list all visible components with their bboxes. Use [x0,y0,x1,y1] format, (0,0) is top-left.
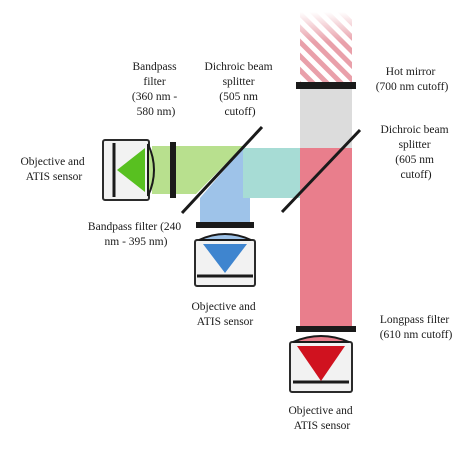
label-hot-mirror: Hot mirror (700 nm cutoff) [376,66,449,93]
blue-beam [200,198,250,224]
cone-icon-green [117,148,145,192]
lens-icon-blue [198,233,252,241]
lens-icon-left [147,143,155,197]
label-objective-blue: Objective and ATIS sensor [191,301,258,328]
dichroic-505-mirror [180,125,264,215]
label-objective-left: Objective and ATIS sensor [20,156,87,183]
cone-icon-blue [203,244,247,273]
objective-sensor-left [102,139,155,201]
longpass-filter [296,326,356,332]
label-bandpass-filter-green: Bandpass filter (360 nm - 580 nm) [132,61,180,118]
label-objective-red: Objective and ATIS sensor [288,405,355,432]
visible-light-beam [300,88,352,148]
dichroic-605-mirror [280,128,362,214]
bandpass-filter-green [170,142,176,198]
cone-icon-red [297,346,345,381]
lens-icon-red [292,335,350,343]
label-dichroic-605: Dichroic beam splitter (605 nm cutoff) [381,124,452,181]
objective-sensor-red [289,335,353,393]
red-beam [300,148,352,328]
hot-mirror [296,82,356,89]
incoming-light-fade [300,12,352,42]
label-longpass-filter: Longpass filter (610 nm cutoff) [380,314,453,341]
label-bandpass-filter-blue: Bandpass filter (240 nm - 395 nm) [88,221,184,248]
objective-sensor-blue [194,233,256,287]
label-dichroic-505: Dichroic beam splitter (505 nm cutoff) [205,61,276,118]
bandpass-filter-blue [196,222,254,228]
